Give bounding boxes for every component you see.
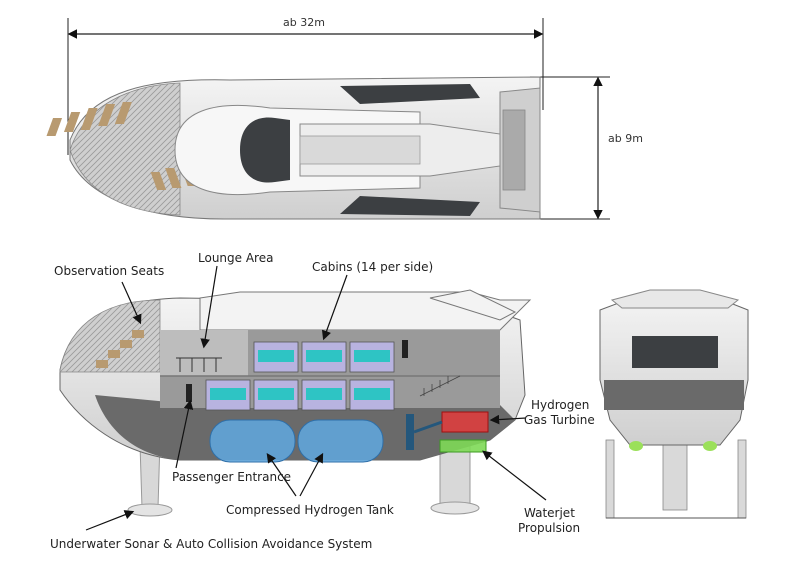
top-skylight-right (340, 196, 480, 216)
passenger-door (186, 384, 192, 402)
label-sonar-system: Underwater Sonar & Auto Collision Avoida… (50, 537, 373, 551)
side-bow-mesh (59, 299, 161, 373)
waterjet-propulsion-unit (439, 439, 487, 453)
top-skylight-left (340, 84, 480, 104)
front-lower-band (604, 380, 744, 410)
hydrogen-gas-turbine (441, 411, 489, 433)
label-hydrogen-tank: Compressed Hydrogen Tank (226, 503, 394, 517)
arrow-tank-2 (299, 452, 324, 497)
lounge-furniture (176, 357, 222, 372)
front-nozzle-right (703, 441, 717, 451)
length-dimension-label: ab 32m (283, 16, 325, 29)
sonar-pod (127, 503, 173, 517)
arrow-lounge-area (200, 265, 218, 349)
top-stern-deck (502, 109, 526, 191)
cabins-upper-row (253, 341, 395, 373)
arrow-passenger-entrance (175, 399, 194, 469)
label-propulsion-line2: Propulsion (518, 521, 581, 535)
hydrogen-tank-2 (297, 419, 384, 463)
turbine-link (413, 420, 443, 434)
label-observation-seats: Observation Seats (54, 264, 165, 278)
front-nozzle-left (629, 441, 643, 451)
top-view (46, 18, 610, 220)
front-view (599, 289, 749, 519)
front-windshield (632, 336, 718, 368)
front-roof (610, 289, 740, 309)
label-hydrogen-line1: Hydrogen (531, 398, 590, 412)
top-bridge-glass (240, 117, 290, 183)
side-tail-fin (429, 289, 517, 321)
upper-door (402, 340, 408, 358)
callout-arrows (85, 265, 547, 531)
arrow-observation-seats (121, 281, 142, 325)
label-cabins: Cabins (14 per side) (312, 260, 434, 274)
stairs-rail (419, 375, 461, 397)
width-dimension-label: ab 9m (608, 132, 643, 145)
front-hull (599, 294, 749, 446)
side-view (59, 289, 532, 517)
label-passenger-entrance: Passenger Entrance (172, 470, 292, 484)
turbine-shaft (406, 414, 414, 450)
front-leg-right (737, 439, 747, 519)
arrow-waterjet (482, 450, 547, 501)
hydrogen-tank-1 (209, 419, 296, 463)
arrow-hydrogen-turbine (489, 414, 527, 425)
cabins-lower-row (205, 379, 395, 411)
rear-foil-pod (430, 501, 480, 515)
arrow-sonar (85, 510, 135, 531)
front-center-strut (662, 439, 688, 511)
side-observation-seats (96, 330, 144, 368)
front-leg-left (605, 439, 615, 519)
arrow-cabins (321, 274, 348, 341)
label-lounge-area: Lounge Area (198, 251, 274, 265)
arrow-tank-1 (266, 453, 297, 497)
label-gas-turbine-line2: Gas Turbine (524, 413, 595, 427)
label-waterjet-line1: Waterjet (524, 506, 575, 520)
top-roof-panel (299, 135, 421, 165)
